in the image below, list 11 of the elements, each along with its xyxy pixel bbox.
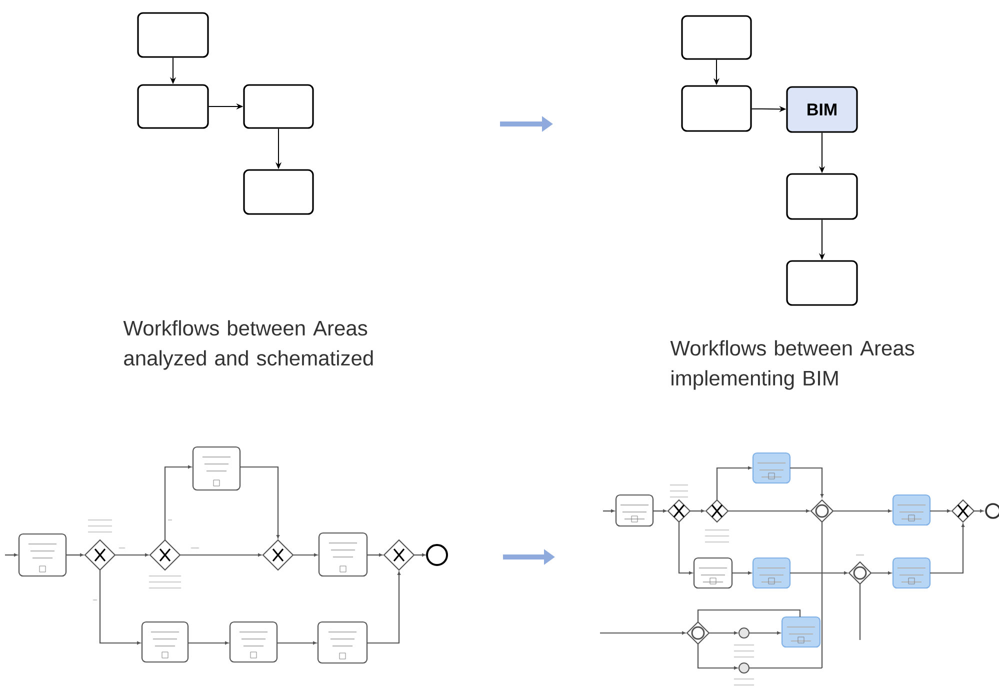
caption: Workflows between Areas analyzed and schematized <box>123 320 373 370</box>
process-box <box>786 173 858 220</box>
process-box <box>137 84 209 129</box>
caption: Workflows between Areas implementing BIM <box>670 340 914 390</box>
process-box <box>681 85 752 132</box>
process-box: BIM <box>786 86 858 133</box>
process-box <box>243 84 314 129</box>
process-box <box>786 260 858 306</box>
process-box <box>681 15 752 60</box>
process-box <box>243 169 314 215</box>
process-box <box>137 12 209 58</box>
